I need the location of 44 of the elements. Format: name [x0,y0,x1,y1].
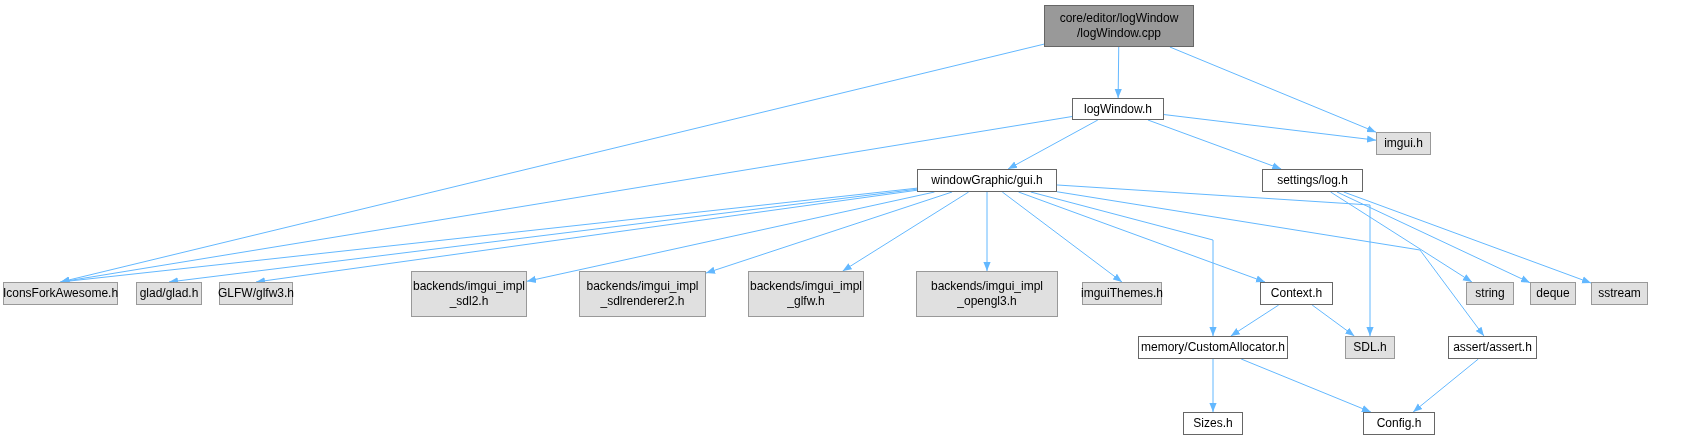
file-node: backends/imgui_impl _sdl2.h [411,271,527,317]
file-node: backends/imgui_impl _sdlrenderer2.h [579,271,706,317]
arrow [1147,119,1282,170]
arrow [1311,304,1355,337]
arrow [1412,358,1479,413]
file-node: imgui.h [1376,132,1431,155]
arrow [1007,119,1099,170]
arrow [1240,358,1372,413]
arrow [842,191,970,272]
arrow [526,191,935,283]
arrow [1056,191,1485,337]
file-node: core/editor/logWindow /logWindow.cpp [1044,5,1194,47]
arrow [1114,46,1122,99]
file-node: backends/imgui_impl _opengl3.h [916,271,1058,317]
arrow [1169,46,1377,133]
arrow [1336,191,1531,284]
arrow [1018,191,1266,283]
arrow [983,191,991,272]
arrow [705,191,953,274]
file-node: GLFW/glfw3.h [219,282,293,305]
file-node: windowGraphic/gui.h [917,169,1057,192]
file-node: backends/imgui_impl _glfw.h [748,271,864,317]
file-node: Context.h [1260,282,1333,305]
arrow [1230,304,1280,337]
file-node: string [1466,282,1514,305]
file-node: imguiThemes.h [1082,282,1162,305]
file-node: settings/log.h [1262,169,1363,192]
arrow [1343,191,1592,284]
file-node: logWindow.h [1072,98,1164,120]
file-node: sstream [1591,282,1648,305]
arrow [1030,191,1217,337]
file-node: Config.h [1363,412,1435,435]
arrow [1056,184,1374,337]
arrow [1330,191,1473,283]
file-node: IconsForkAwesome.h [3,282,118,305]
file-node: deque [1530,282,1576,305]
file-node: memory/CustomAllocator.h [1138,336,1288,359]
file-node: Sizes.h [1183,412,1243,435]
arrow [1209,358,1217,413]
file-node: glad/glad.h [136,282,202,305]
file-node: SDL.h [1345,336,1395,359]
arrow [1001,191,1123,283]
file-node: assert/assert.h [1448,336,1537,359]
arrow [1163,114,1377,143]
